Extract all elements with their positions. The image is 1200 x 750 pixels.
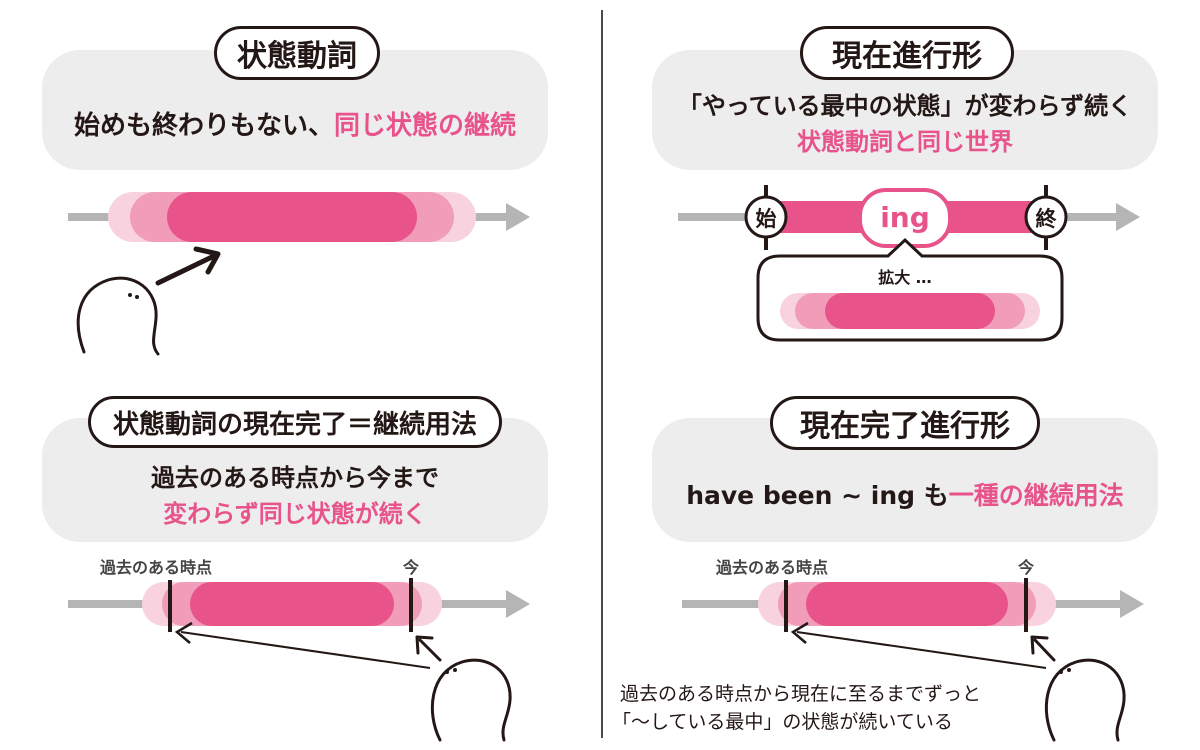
end-marker-circle — [1024, 195, 1068, 239]
panel1-statement-highlight: 同じ状態の継続 — [334, 111, 517, 141]
timeline-arrowhead — [1120, 590, 1144, 618]
panel4-past-label: 過去のある時点 — [716, 558, 829, 577]
look-arrow-now-head — [415, 635, 434, 655]
panel1-statement: 始めも終わりもない、同じ状態の継続 — [42, 108, 548, 144]
panel1-statement-plain: 始めも終わりもない、 — [73, 111, 334, 141]
look-arrow-now — [418, 638, 442, 662]
panel3-line2: 変わらず同じ状態が続く — [163, 500, 427, 528]
duration-arrow — [796, 631, 1047, 669]
look-arrow-now — [1033, 638, 1056, 662]
panel2-title: 現在進行形 — [800, 26, 1014, 80]
start-marker-circle — [744, 195, 788, 239]
panel1-title: 状態動詞 — [214, 26, 380, 80]
state-band-core — [190, 582, 394, 626]
panel4-statement-highlight: 一種の継続用法 — [948, 481, 1124, 510]
duration-arrow — [180, 631, 431, 669]
panel3-past-label: 過去のある時点 — [100, 558, 213, 577]
panel4-statement-plain: have been ~ ing も — [686, 481, 949, 510]
panel1-timeline — [68, 192, 530, 242]
state-band-core — [167, 192, 417, 242]
timeline-arrowhead — [506, 203, 530, 231]
zoom-band-core — [825, 293, 995, 329]
person-looking — [76, 276, 160, 356]
panel2-timeline: 始 終 ing — [678, 185, 1140, 250]
look-arrow — [155, 253, 217, 286]
panel4-title: 現在完了進行形 — [770, 396, 1040, 450]
zoom-callout: 拡大 … — [756, 237, 1064, 342]
panel3-title: 状態動詞の現在完了＝継続用法 — [88, 396, 502, 448]
panel3-now-label: 今 — [403, 558, 420, 577]
panel2-line1: 「やっている最中の状態」が変わらず続く — [677, 92, 1133, 120]
panel2-line2: 状態動詞と同じ世界 — [797, 128, 1013, 156]
look-arrow-now-head — [1030, 635, 1049, 655]
panel4-now-label: 今 — [1018, 558, 1035, 577]
start-marker-label: 始 — [756, 207, 777, 231]
zoom-label: 拡大 … — [878, 268, 932, 287]
duration-arrow-head — [174, 621, 193, 644]
panel3-line1: 過去のある時点から今まで — [151, 464, 439, 492]
panel4-statement: have been ~ ing も一種の継続用法 — [652, 478, 1158, 514]
state-band-core — [806, 582, 1008, 626]
timeline-arrowhead — [1116, 203, 1140, 231]
center-divider — [601, 10, 603, 738]
panel4-caption-line1: 過去のある時点から現在に至るまでずっと — [620, 683, 982, 705]
panel4-timeline — [682, 578, 1144, 632]
person-looking-back — [430, 658, 512, 742]
ing-label: ing — [880, 201, 930, 234]
look-arrow-head — [193, 246, 221, 275]
panel4-caption-line2: 「～している最中」の状態が続いている — [612, 711, 953, 733]
person-looking-back — [1044, 658, 1126, 742]
panel3-timeline — [68, 578, 530, 632]
end-marker-label: 終 — [1036, 207, 1058, 231]
timeline-arrowhead — [506, 590, 530, 618]
duration-arrow-head — [790, 621, 809, 644]
